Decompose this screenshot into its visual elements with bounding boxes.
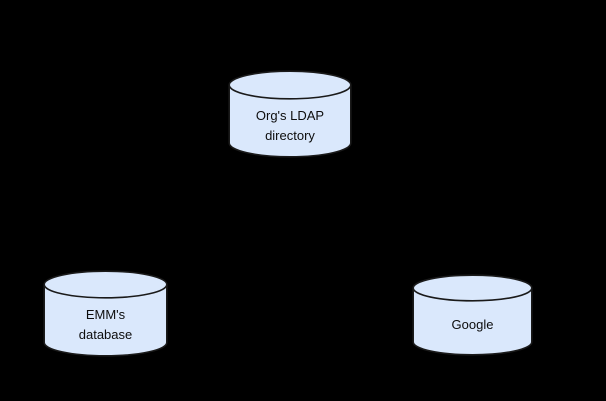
cylinder-shape-icon [412, 274, 533, 356]
cylinder-node-ldap[interactable]: Org's LDAP directory [228, 70, 352, 158]
cylinder-shape-icon [43, 270, 168, 357]
cylinder-node-emm[interactable]: EMM's database [43, 270, 168, 357]
cylinder-node-google[interactable]: Google [412, 274, 533, 356]
cylinder-shape-icon [228, 70, 352, 158]
